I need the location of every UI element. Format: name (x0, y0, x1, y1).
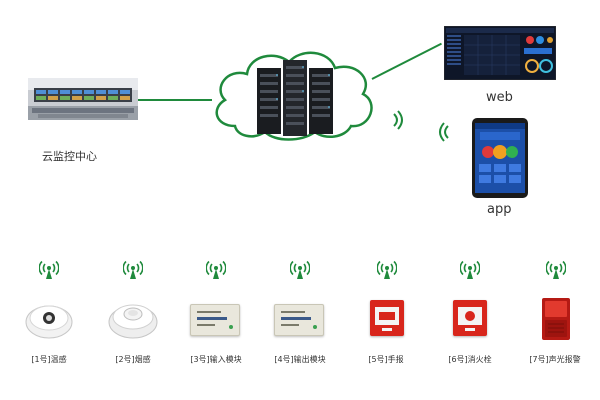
link-cloud-to-web (371, 42, 442, 80)
smoke-detector-icon (107, 296, 159, 344)
output-module-icon (274, 304, 324, 336)
control-center-photo (28, 78, 138, 120)
cloud-server-group (205, 38, 380, 148)
web-dashboard-screen (443, 25, 557, 81)
signal-tower-icon (545, 260, 567, 284)
signal-tower-icon (376, 260, 398, 284)
device-label-5: [5号]手报 (368, 355, 404, 364)
web-label: web (486, 90, 513, 105)
heat-detector-icon (24, 298, 74, 344)
manual-alarm-icon (370, 300, 404, 336)
wireless-signal-icon (392, 110, 406, 134)
mobile-app-phone (472, 118, 528, 198)
device-label-1: [1号]温感 (31, 355, 67, 364)
device-label-2: [2号]烟感 (115, 355, 151, 364)
signal-tower-icon (38, 260, 60, 284)
sound-light-alarm-icon (536, 296, 576, 346)
device-label-4: [4号]输出模块 (274, 355, 326, 364)
app-label: app (487, 202, 512, 217)
server-rack-icon (257, 58, 333, 138)
device-label-7: [7号]声光报警 (529, 355, 581, 364)
signal-tower-icon (459, 260, 481, 284)
device-label-6: [6号]消火栓 (448, 355, 492, 364)
hydrant-button-icon (453, 300, 487, 336)
device-label-3: [3号]输入模块 (190, 355, 242, 364)
link-control-center-to-cloud (138, 99, 212, 101)
cloud-center-label: 云监控中心 (42, 150, 97, 163)
signal-tower-icon (289, 260, 311, 284)
input-module-icon (190, 304, 240, 336)
wireless-signal-icon (436, 122, 450, 146)
signal-tower-icon (122, 260, 144, 284)
signal-tower-icon (205, 260, 227, 284)
